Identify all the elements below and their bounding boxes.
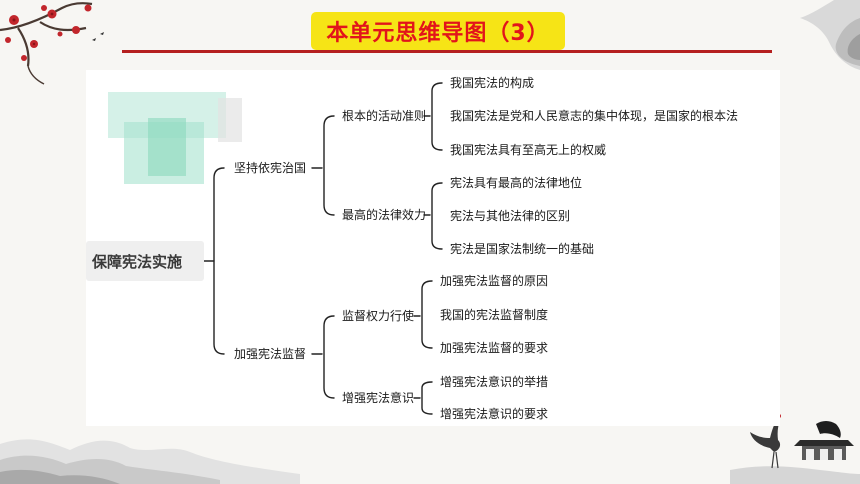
branch-node: 加强宪法监督 — [234, 347, 307, 361]
root-node: 保障宪法实施 — [86, 241, 204, 281]
child-node: 监督权力行使 — [342, 309, 415, 323]
branch-node: 坚持依宪治国 — [234, 161, 307, 175]
slide-title: 本单元思维导图（3） — [311, 12, 565, 50]
leaf-node: 增强宪法意识的举措 — [440, 375, 549, 389]
mountain-decoration — [0, 439, 300, 484]
leaf-node: 我国的宪法监督制度 — [440, 308, 549, 322]
child-node: 根本的活动准则 — [342, 109, 427, 123]
leaf-node: 加强宪法监督的要求 — [440, 341, 549, 355]
crane-pavilion-decoration — [730, 414, 860, 484]
leaf-node: 我国宪法具有至高无上的权威 — [450, 143, 607, 157]
child-node: 最高的法律效力 — [342, 208, 427, 222]
child-node: 增强宪法意识 — [342, 391, 415, 405]
leaf-node: 我国宪法是党和人民意志的集中体现，是国家的根本法 — [450, 109, 739, 123]
plum-blossom-decoration — [0, 2, 104, 85]
leaf-node: 宪法具有最高的法律地位 — [450, 176, 583, 190]
leaf-node: 我国宪法的构成 — [450, 76, 535, 90]
ink-landscape-decoration — [800, 0, 860, 70]
blurred-region — [218, 98, 242, 142]
leaf-node: 加强宪法监督的原因 — [440, 274, 549, 288]
mindmap-card: 保障宪法实施 坚持依宪治国 加强宪法监督 根本的活动准则 最高的法律效力 监督权… — [86, 70, 780, 426]
blurred-region — [148, 118, 186, 176]
leaf-node: 宪法与其他法律的区别 — [450, 209, 571, 223]
leaf-node: 宪法是国家法制统一的基础 — [450, 242, 595, 256]
leaf-node: 增强宪法意识的要求 — [440, 407, 549, 421]
title-underline — [122, 50, 772, 53]
mindmap-connectors — [203, 82, 443, 415]
